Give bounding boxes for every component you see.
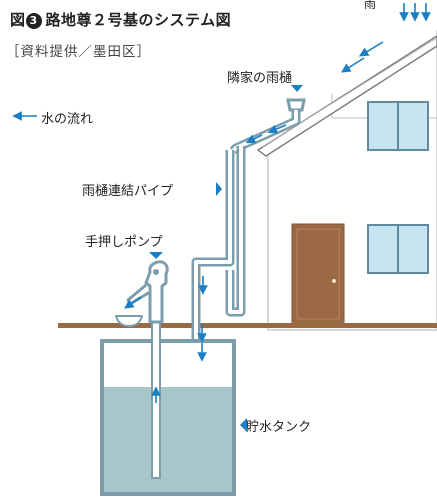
downpipe-pointer [216, 182, 222, 196]
gutter-flow-arrow-1 [267, 124, 287, 134]
downpipe [191, 146, 246, 339]
window-upper [367, 101, 429, 151]
figure-number-badge: 3 [25, 13, 42, 29]
water-tank-label: 貯水タンク [246, 420, 312, 435]
house-wall [267, 30, 437, 331]
downpipe-label: 雨樋連結パイプ [82, 184, 174, 199]
gutter-flow-arrow-2 [245, 134, 263, 144]
water-tank [100, 339, 236, 496]
spout-flow-arrow [124, 296, 142, 309]
tank-pointer [240, 418, 247, 432]
water-flow-label: 水の流れ [41, 112, 94, 127]
door [291, 223, 345, 325]
neighbor-gutter-pointer [291, 85, 303, 92]
hand-pump [115, 260, 169, 327]
neighbor-gutter-label: 隣家の雨樋 [227, 71, 293, 86]
rain-label: 雨 [364, 0, 377, 11]
figure-title-text: 路地尊２号基のシステム図 [45, 11, 232, 29]
ground-line [58, 323, 437, 328]
roof-flow-arrow-1 [358, 41, 384, 57]
source-credit: ［資料提供／墨田区］ [6, 44, 151, 60]
hand-pump-label: 手押しポンプ [85, 235, 163, 250]
window-lower [367, 224, 429, 274]
roof-flow-arrow-2 [340, 57, 365, 73]
figure-label: 図 [10, 11, 26, 29]
neighbor-gutter [229, 98, 306, 155]
pump-pointer [149, 252, 163, 259]
